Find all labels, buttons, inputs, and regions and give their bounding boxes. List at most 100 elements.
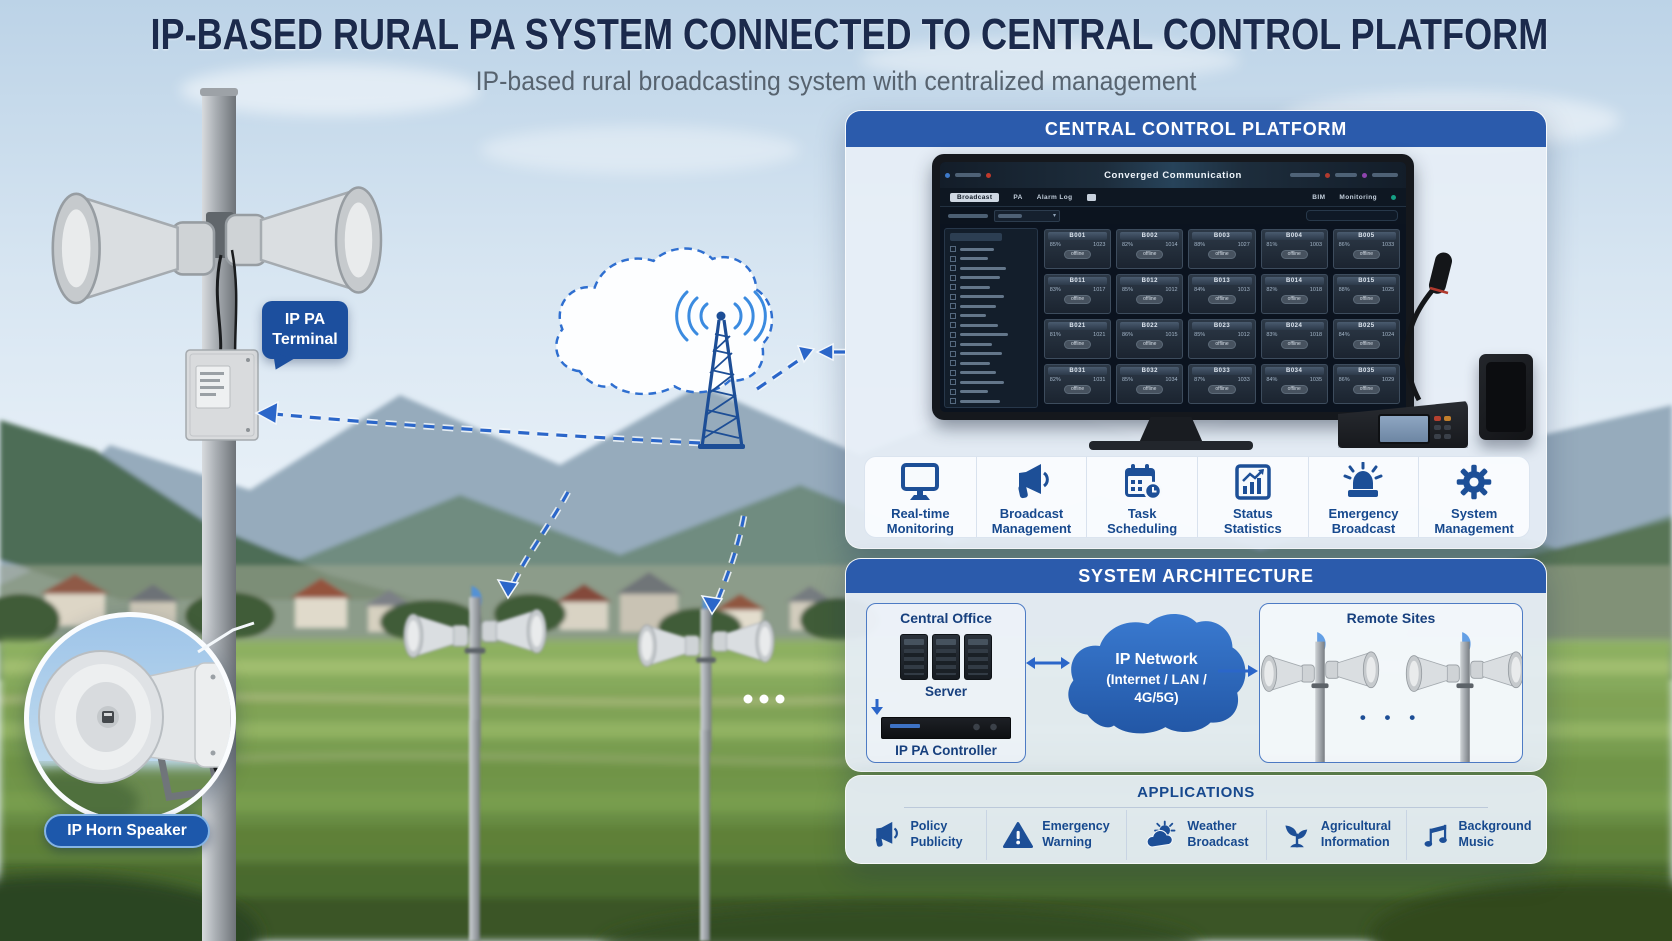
sidebar-tree-item[interactable] — [950, 312, 1032, 319]
server-tower — [964, 634, 992, 680]
sidebar-tree-item[interactable] — [950, 303, 1032, 309]
sidebar-tree-item[interactable] — [950, 369, 1032, 376]
applications-panel: APPLICATIONS Policy Publicity Emergency … — [845, 775, 1547, 864]
ip-horn-speaker-badge: IP Horn Speaker — [44, 814, 210, 848]
zone-card[interactable]: B025 84%1024 offline — [1332, 319, 1400, 359]
sidebar-selected-chip — [950, 233, 1002, 241]
zone-values: 82%1031 — [1049, 377, 1106, 383]
feature-label: Broadcast — [1331, 521, 1396, 536]
platform-feature-strip: Real-time Monitoring Broadcast Managemen… — [864, 456, 1530, 538]
feature-label: Real-time — [891, 505, 950, 521]
sidebar-tree-item[interactable] — [950, 398, 1032, 404]
zone-id: B032 — [1120, 367, 1180, 375]
dashboard-tab-broadcast[interactable]: Broadcast — [950, 192, 1000, 202]
system-architecture-header: SYSTEM ARCHITECTURE — [846, 559, 1546, 593]
sidebar-tree-item[interactable] — [950, 265, 1032, 271]
application-label: Music — [1458, 835, 1494, 849]
paging-microphone-console — [1338, 401, 1468, 448]
applications-header: APPLICATIONS — [1137, 784, 1255, 801]
sidebar-tree-item[interactable] — [950, 293, 1032, 300]
zone-id: B004 — [1264, 232, 1324, 240]
horn-speaker-closeup — [29, 650, 231, 819]
zone-values: 86%1015 — [1121, 332, 1178, 338]
feature-broadcast-management: Broadcast Management — [975, 457, 1087, 537]
sidebar-tree-item[interactable] — [950, 331, 1032, 338]
zone-values: 83%1018 — [1266, 332, 1323, 338]
dashboard-tab-monitoring[interactable]: Monitoring — [1339, 193, 1377, 201]
zone-values: 87%1033 — [1194, 377, 1250, 383]
application-label: Background — [1458, 819, 1532, 834]
sidebar-tree-item[interactable] — [950, 388, 1032, 395]
sidebar-tree-item[interactable] — [950, 284, 1032, 290]
zone-values: 82%1014 — [1121, 242, 1178, 248]
zone-status-badge: offline — [1063, 340, 1092, 349]
cloud-line1: IP Network — [611, 276, 715, 298]
dashboard-tab-bim[interactable]: BIM — [1312, 193, 1326, 201]
cloud-line3: 4G/5G) — [1134, 690, 1179, 705]
right-arrow-icon — [1218, 665, 1258, 677]
screen-sidebar-list[interactable] — [944, 228, 1038, 408]
sidebar-tree-item[interactable] — [950, 360, 1032, 366]
zone-id: B002 — [1120, 232, 1180, 240]
application-agricultural-information: Agricultural Information — [1266, 810, 1406, 860]
sidebar-tree-item[interactable] — [950, 246, 1032, 252]
feature-system-management: System Management — [1418, 457, 1529, 537]
feature-label: Status — [1232, 505, 1273, 521]
zone-status-badge: offline — [1280, 385, 1308, 394]
zone-values: 85%1012 — [1194, 332, 1250, 338]
dashboard-tab-pa[interactable]: PA — [1013, 193, 1023, 201]
cloud-line1: IP Network — [1115, 651, 1198, 668]
server-tower — [900, 634, 928, 680]
central-office-title: Central Office — [900, 610, 992, 626]
feature-label: Statistics — [1223, 521, 1282, 536]
sidebar-tree-item[interactable] — [950, 408, 1032, 409]
application-emergency-warning: Emergency Warning — [986, 810, 1126, 860]
alarm-count-chip — [1086, 193, 1096, 201]
dashboard-tab-alarm-log[interactable]: Alarm Log — [1036, 193, 1073, 201]
sidebar-tree-item[interactable] — [950, 255, 1032, 262]
sidebar-tree-item[interactable] — [950, 350, 1032, 357]
zone-status-badge: offline — [1136, 250, 1164, 259]
ip-pa-controller-device — [881, 717, 1011, 739]
monitor-icon — [898, 462, 942, 502]
sidebar-tree-item[interactable] — [950, 341, 1032, 347]
sidebar-tree-item[interactable] — [950, 274, 1032, 281]
feature-label: System — [1451, 505, 1498, 521]
zone-status-badge: offline — [1063, 250, 1092, 259]
zone-values: 84%1024 — [1338, 332, 1395, 338]
zone-filter-dropdown[interactable]: ▾ — [994, 209, 1060, 222]
plant-icon — [1282, 820, 1312, 850]
zone-card[interactable]: B002 82%1014 offline — [1116, 229, 1184, 269]
remote-sites-ellipsis: • • • — [1359, 708, 1423, 727]
zone-id: B035 — [1336, 367, 1396, 375]
zone-values: 85%1034 — [1121, 377, 1178, 383]
sidebar-tree-item[interactable] — [950, 379, 1032, 385]
dashboard-search-input[interactable] — [1306, 210, 1398, 221]
dashboard-app-title: Converged Communication — [1104, 169, 1242, 181]
central-control-platform-header: CENTRAL CONTROL PLATFORM — [846, 111, 1546, 147]
zone-id: B025 — [1336, 322, 1396, 330]
feature-task-scheduling: Task Scheduling — [1086, 457, 1197, 537]
zone-status-badge: offline — [1063, 385, 1092, 394]
zone-status-badge: offline — [1352, 340, 1381, 349]
zone-values: 81%1003 — [1266, 242, 1323, 248]
sidebar-tree-item[interactable] — [950, 322, 1032, 328]
